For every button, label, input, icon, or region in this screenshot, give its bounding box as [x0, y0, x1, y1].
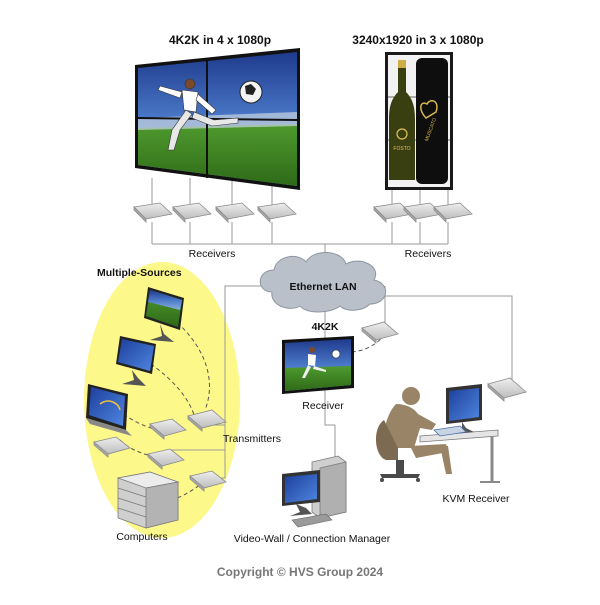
- ethernet-cloud: [259, 252, 386, 313]
- copyright-text: Copyright © HVS Group 2024: [217, 565, 384, 579]
- connection-lines: [151, 178, 513, 479]
- receiver-box: [257, 202, 297, 220]
- ethernet-label: Ethernet LAN: [289, 281, 356, 293]
- receiver-boxes-lan: [361, 321, 527, 402]
- sources-title: Multiple-Sources: [97, 267, 182, 279]
- receiver-box: [133, 202, 173, 220]
- receiver-box: [433, 202, 473, 220]
- video-wall-left: [135, 48, 300, 190]
- receiver-label: Receiver: [302, 400, 344, 412]
- source-monitor-1: [144, 287, 184, 342]
- bottle-label-text: FOSTO: [393, 146, 410, 152]
- receiver-box: [172, 202, 212, 220]
- receiver-boxes-top: [133, 202, 473, 223]
- display-4k-title: 4K2K: [312, 321, 339, 333]
- source-monitor-3: [86, 384, 132, 436]
- sources-highlight: [84, 262, 240, 538]
- display-4k: [282, 336, 354, 394]
- transmitters-label: Transmitters: [223, 433, 281, 445]
- kvm-workstation: [375, 384, 500, 483]
- wall-right-title: 3240x1920 in 3 x 1080p: [352, 33, 483, 47]
- receiver-box-kvm: [487, 377, 527, 399]
- kvm-label: KVM Receiver: [442, 493, 510, 505]
- source-monitor-2: [116, 336, 156, 386]
- video-wall-right: FOSTO MUSCATO: [385, 52, 453, 190]
- receivers-left-label: Receivers: [189, 248, 236, 260]
- transmitter-boxes: [93, 409, 227, 492]
- receiver-box-4k: [361, 321, 399, 341]
- receivers-right-label: Receivers: [405, 248, 452, 260]
- manager-label: Video-Wall / Connection Manager: [234, 533, 391, 545]
- computers-label: Computers: [116, 531, 167, 543]
- wall-left-title: 4K2K in 4 x 1080p: [169, 33, 271, 47]
- computers-stack: [116, 471, 180, 529]
- manager-computer: [282, 455, 347, 528]
- receiver-box: [215, 202, 255, 220]
